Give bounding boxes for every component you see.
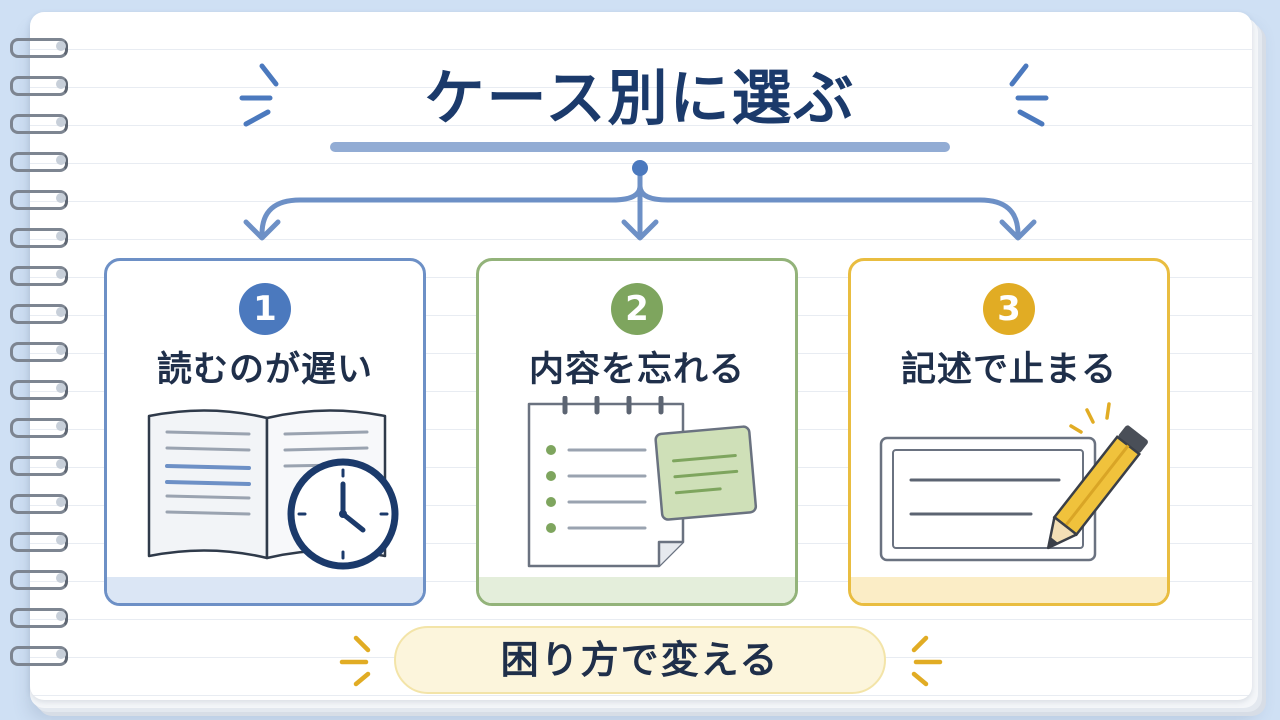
binding-ring: [10, 300, 68, 324]
binding-ring: [10, 224, 68, 248]
notepad-sticky-note-icon: [527, 396, 758, 568]
case-card-1: 1 読むのが遅い: [104, 258, 426, 606]
binding-ring: [10, 34, 68, 58]
card-accent-band: [107, 577, 423, 603]
emphasis-burst-right-icon: [1009, 63, 1049, 127]
case-number-badge: 1: [239, 283, 291, 335]
binding-ring: [10, 338, 68, 362]
card-accent-band: [479, 577, 795, 603]
binding-ring: [10, 186, 68, 210]
case-label: 記述で止まる: [900, 350, 1117, 390]
case-number-badge: 3: [983, 283, 1035, 335]
binding-ring: [10, 72, 68, 96]
binding-ring: [10, 490, 68, 514]
binding-ring: [10, 148, 68, 172]
case-card-3: 3 記述で止まる: [848, 258, 1170, 606]
binding-ring: [10, 528, 68, 552]
binding-ring: [10, 414, 68, 438]
case-card-2: 2 内容を忘れる: [476, 258, 798, 606]
page-title: ケース別に選ぶ: [424, 64, 856, 134]
case-number-badge: 2: [611, 283, 663, 335]
emphasis-burst-left-icon: [239, 63, 279, 127]
spiral-binding: [0, 30, 80, 690]
binding-ring: [10, 262, 68, 286]
binding-ring: [10, 452, 68, 476]
title-underline: [330, 142, 950, 152]
answer-box-pencil-icon: [879, 402, 1148, 562]
binding-ring: [10, 376, 68, 400]
case-label: 内容を忘れる: [528, 350, 745, 390]
binding-ring: [10, 604, 68, 628]
binding-ring: [10, 566, 68, 590]
sparkle-left-icon: [339, 635, 371, 687]
binding-ring: [10, 642, 68, 666]
binding-ring: [10, 110, 68, 134]
case-label: 読むのが遅い: [156, 350, 373, 390]
sparkle-right-icon: [911, 635, 943, 687]
card-accent-band: [851, 577, 1167, 603]
footer-message: 困り方で変える: [394, 626, 886, 694]
book-clock-icon: [147, 409, 399, 570]
